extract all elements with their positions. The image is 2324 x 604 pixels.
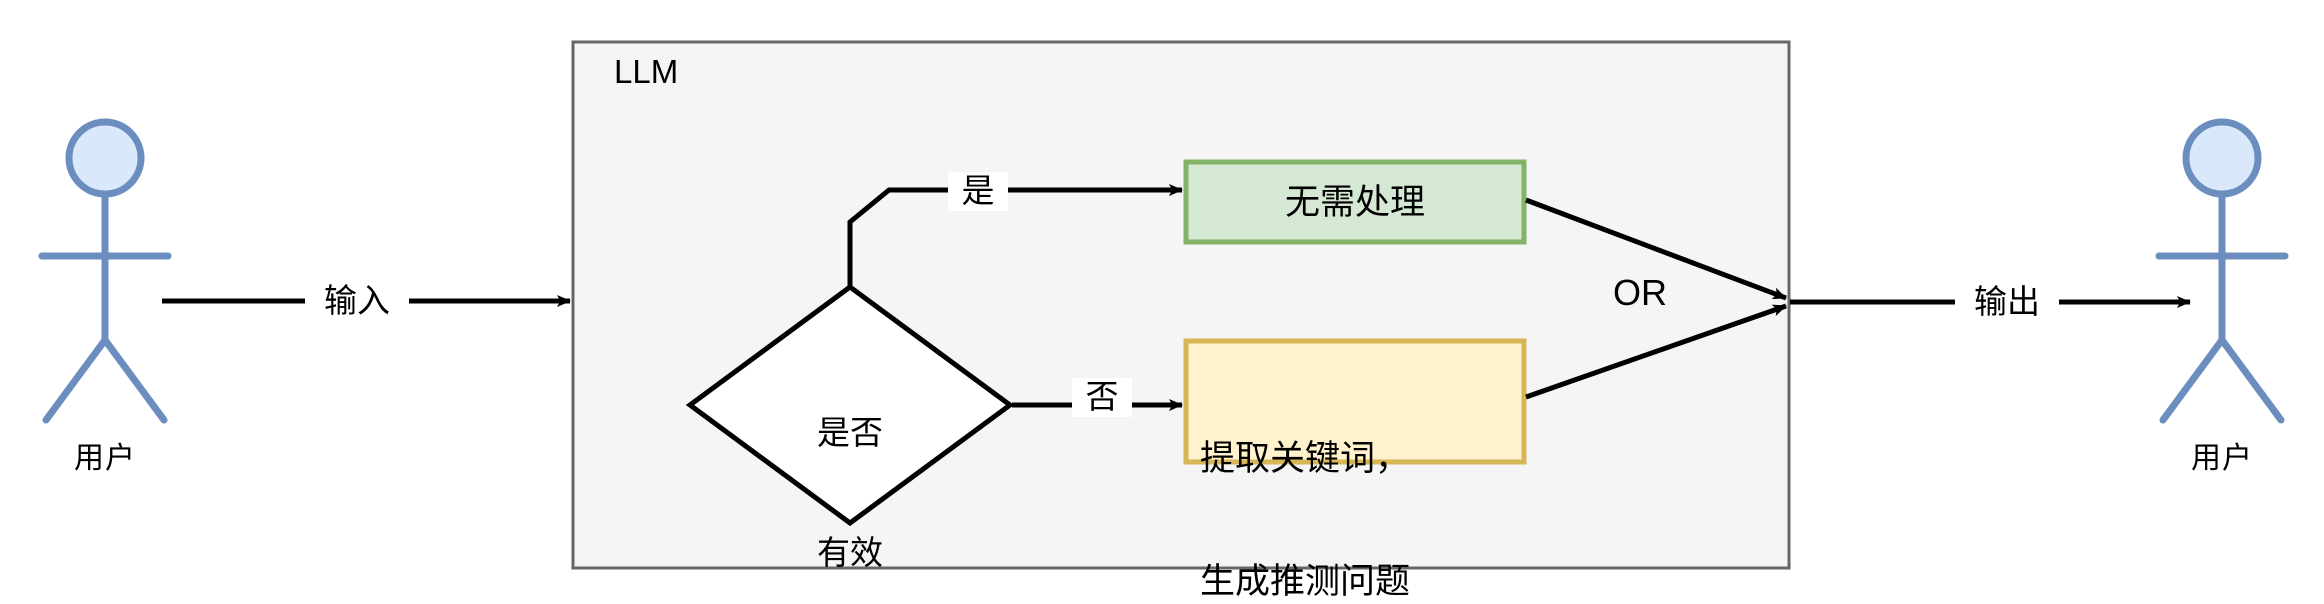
right-actor-figure	[2155, 118, 2289, 424]
yellow-node-line-2: 生成推测问题	[1200, 562, 1411, 602]
green-node-box	[1183, 159, 1527, 245]
left-actor-figure	[38, 118, 172, 424]
edge-green-merge-line	[1525, 197, 1787, 301]
green-node-label: 无需处理	[1284, 183, 1425, 222]
right-actor-label: 用户	[2191, 442, 2253, 475]
edge-yellow-merge-line	[1525, 303, 1787, 400]
decision-line-2: 有效	[817, 534, 883, 572]
decision-diamond-shape	[685, 283, 1015, 527]
decision-diamond-text: 是否 有效 问题	[770, 332, 930, 604]
left-actor-label: 用户	[74, 442, 136, 475]
edge-yes-label: 是	[948, 172, 1008, 211]
yellow-node-box	[1183, 338, 1527, 465]
llm-container-box	[571, 40, 1791, 570]
decision-line-1: 是否	[817, 413, 883, 451]
llm-container-label: LLM	[614, 53, 679, 90]
edge-output-label: 输出	[1955, 283, 2059, 322]
yellow-node-text: 提取关键词， 生成推测问题	[1200, 355, 1520, 604]
edge-input-label: 输入	[305, 282, 409, 321]
yellow-node-line-1: 提取关键词，	[1200, 438, 1411, 478]
edge-no-label: 否	[1072, 378, 1132, 417]
edge-merge-label: OR	[1613, 272, 1667, 313]
edge-yes-line	[847, 184, 1183, 287]
